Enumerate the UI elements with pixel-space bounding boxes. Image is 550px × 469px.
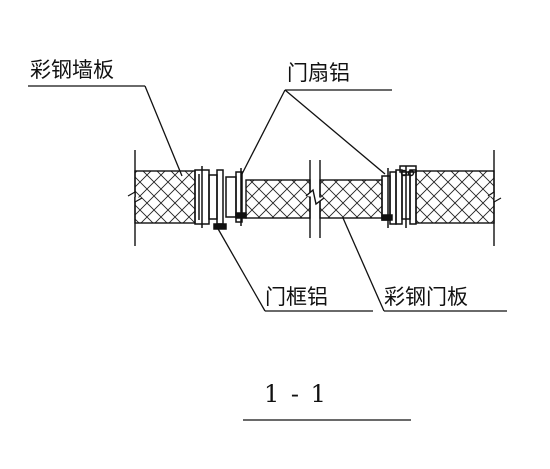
right-door-frame: [395, 165, 417, 228]
door-leaf-label: 门扇铝: [287, 61, 350, 85]
door-frame-leader: [216, 226, 373, 312]
left-door-frame: [194, 166, 227, 230]
section-mark: 1 - 1: [264, 380, 328, 408]
door-panel-label: 彩钢门板: [384, 285, 468, 309]
door-frame-label: 门框铝: [265, 285, 328, 309]
center-joint: [305, 160, 325, 238]
left-wall-panel: [127, 150, 196, 246]
door-panel-right: [319, 179, 383, 219]
wall-panel-label: 彩钢墙板: [30, 58, 114, 82]
left-door-leaf-frame: [225, 168, 247, 226]
right-door-leaf-frame: [381, 168, 397, 228]
door-leaf-leader: [241, 89, 392, 175]
door-panel-leader: [342, 217, 507, 312]
wall-panel-leader: [28, 85, 183, 177]
door-panel-left: [245, 179, 311, 219]
right-wall-panel: [415, 150, 502, 246]
